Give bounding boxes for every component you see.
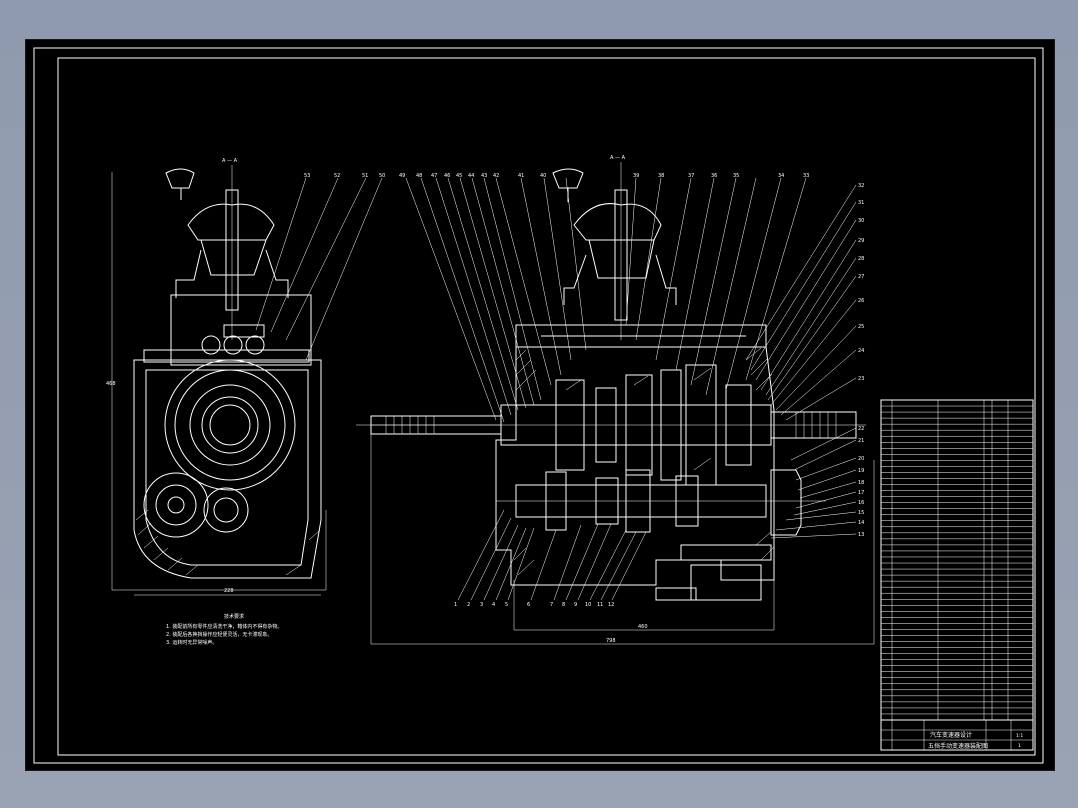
main-hatching bbox=[513, 347, 775, 576]
main-section-view: A — A bbox=[356, 155, 875, 645]
callout-number: 44 bbox=[468, 173, 474, 179]
callout-number: 13 bbox=[858, 532, 864, 538]
callout-number: 46 bbox=[444, 173, 450, 179]
assembly-drawing: A — A bbox=[33, 47, 1044, 764]
dim-left-side: 468 bbox=[106, 381, 116, 387]
drawing-title: 汽车变速器设计 bbox=[930, 731, 972, 739]
callouts-right: 32 31 30 29 28 27 26 25 24 23 22 21 20 1… bbox=[858, 183, 864, 538]
callout-number: 33 bbox=[803, 173, 809, 179]
callout-number: 51 bbox=[362, 173, 368, 179]
callout-number: 4 bbox=[492, 602, 495, 608]
callout-number: 41 bbox=[518, 173, 524, 179]
dim-right-inner: 460 bbox=[638, 624, 648, 630]
callout-number: 26 bbox=[858, 298, 864, 304]
callout-number: 17 bbox=[858, 490, 864, 496]
cad-viewport[interactable]: A — A bbox=[25, 39, 1055, 771]
notes-line-1: 1. 装配前所有零件应清洗干净，箱体内不得有杂物。 bbox=[166, 623, 282, 630]
callout-number: 21 bbox=[858, 438, 864, 444]
callout-number: 28 bbox=[858, 256, 864, 262]
callout-number: 2 bbox=[467, 602, 470, 608]
output-spline bbox=[795, 412, 837, 438]
callout-number: 42 bbox=[493, 173, 499, 179]
callout-number: 27 bbox=[858, 274, 864, 280]
callout-number: 52 bbox=[334, 173, 340, 179]
callout-number: 16 bbox=[858, 500, 864, 506]
callout-number: 5 bbox=[505, 602, 508, 608]
drawing-sheet: 1 bbox=[1018, 743, 1021, 749]
leaders-bottom bbox=[457, 509, 647, 601]
left-hatching bbox=[135, 509, 321, 576]
notes-line-2: 2. 装配后各换挡操作应轻便灵活，无卡滞现象。 bbox=[166, 631, 272, 638]
section-mark-right: A — A bbox=[610, 155, 626, 161]
callout-number: 39 bbox=[633, 173, 639, 179]
left-section-view: A — A bbox=[106, 158, 383, 596]
callout-number: 22 bbox=[858, 426, 864, 432]
notes-title: 技术要求 bbox=[224, 613, 244, 620]
callout-number: 18 bbox=[858, 480, 864, 486]
callout-number: 24 bbox=[858, 348, 864, 354]
callout-number: 37 bbox=[688, 173, 694, 179]
callout-number: 35 bbox=[733, 173, 739, 179]
callouts-bottom: 1 2 3 4 5 6 7 8 9 10 11 12 bbox=[454, 602, 614, 608]
callout-number: 34 bbox=[778, 173, 784, 179]
callout-number: 14 bbox=[858, 520, 864, 526]
callout-number: 1 bbox=[454, 602, 457, 608]
technical-notes: 技术要求 1. 装配前所有零件应清洗干净，箱体内不得有杂物。 2. 装配后各换挡… bbox=[166, 613, 282, 646]
callout-number: 6 bbox=[527, 602, 530, 608]
drawing-scale: 1:1 bbox=[1016, 733, 1023, 739]
callout-number: 38 bbox=[658, 173, 664, 179]
inner-border bbox=[57, 57, 1036, 756]
section-mark-left: A — A bbox=[222, 158, 238, 164]
callout-number: 40 bbox=[540, 173, 546, 179]
dim-right-outer: 798 bbox=[606, 638, 616, 644]
callout-number: 15 bbox=[858, 510, 864, 516]
callout-number: 43 bbox=[481, 173, 487, 179]
callout-number: 11 bbox=[597, 602, 603, 608]
callout-number: 25 bbox=[858, 324, 864, 330]
callout-number: 29 bbox=[858, 238, 864, 244]
callout-number: 32 bbox=[858, 183, 864, 189]
callout-number: 30 bbox=[858, 218, 864, 224]
callout-number: 48 bbox=[416, 173, 422, 179]
callout-number: 8 bbox=[562, 602, 565, 608]
callout-number: 3 bbox=[480, 602, 483, 608]
leaders-right bbox=[745, 184, 857, 539]
callout-number: 47 bbox=[431, 173, 437, 179]
callout-number: 19 bbox=[858, 468, 864, 474]
parts-list bbox=[880, 399, 1034, 721]
callout-number: 45 bbox=[456, 173, 462, 179]
parts-list-rows bbox=[881, 405, 1033, 715]
outer-border bbox=[33, 47, 1044, 764]
callout-number: 53 bbox=[304, 173, 310, 179]
title-block: 汽车变速器设计 五挡手动变速器装配图 1:1 1 bbox=[880, 719, 1034, 751]
callout-number: 12 bbox=[608, 602, 614, 608]
callout-number: 23 bbox=[858, 376, 864, 382]
callout-number: 20 bbox=[858, 456, 864, 462]
callout-number: 31 bbox=[858, 200, 864, 206]
dim-left-bottom: 228 bbox=[224, 588, 234, 594]
drawing-subtitle: 五挡手动变速器装配图 bbox=[928, 742, 988, 750]
callouts-top: 53 52 51 50 49 48 47 46 45 44 43 42 41 4… bbox=[304, 173, 809, 179]
callout-number: 36 bbox=[711, 173, 717, 179]
callout-number: 10 bbox=[585, 602, 591, 608]
callout-number: 7 bbox=[550, 602, 553, 608]
callout-number: 9 bbox=[574, 602, 577, 608]
notes-line-3: 3. 运转时无异常噪声。 bbox=[166, 639, 217, 646]
leaders-top bbox=[405, 177, 807, 423]
callout-number: 49 bbox=[399, 173, 405, 179]
callout-number: 50 bbox=[379, 173, 385, 179]
